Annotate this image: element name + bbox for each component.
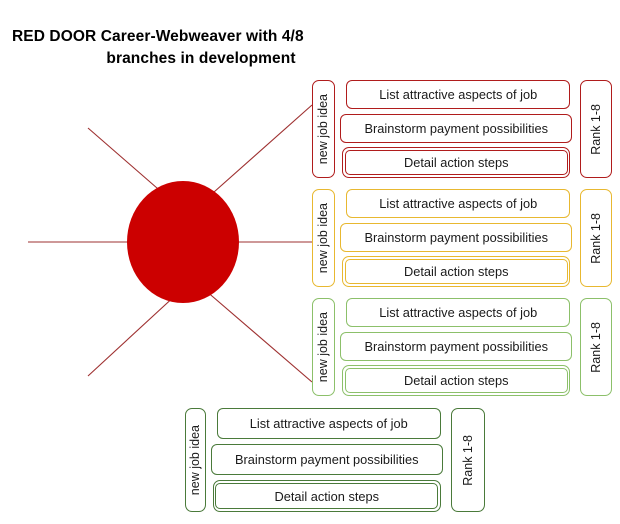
branch-3-rank-label: Rank 1-8 [588,321,603,373]
branch-4-step-3-label: Detail action steps [215,482,439,510]
branch-3-new-job-idea-label: new job idea [316,311,331,383]
branch-1-new-job-idea[interactable]: new job idea [312,80,336,178]
branch-3-new-job-idea[interactable]: new job idea [312,298,336,396]
branch-1-rank-label: Rank 1-8 [588,103,603,155]
spoke-lines [28,104,313,383]
branch-2-step-3[interactable]: Detail action steps [342,256,571,287]
spoke-lower-left [87,281,191,377]
diagram-title-line-2: branches in development [106,50,296,68]
branch-2-new-job-idea-label: new job idea [316,202,331,274]
branch-1-step-3[interactable]: Detail action steps [342,147,571,178]
branch-3-step-3[interactable]: Detail action steps [342,365,571,396]
branch-1-step-1[interactable]: List attractive aspects of job [346,80,571,109]
red-door-hub [127,181,239,303]
branch-1-rank[interactable]: Rank 1-8 [580,80,612,178]
branch-4-rank[interactable]: Rank 1-8 [450,408,485,512]
spoke-upper-left [87,127,189,216]
branch-4-steps: List attractive aspects of job Brainstor… [209,408,443,512]
branch-2-step-1[interactable]: List attractive aspects of job [346,189,571,218]
branch-3-step-3-label: Detail action steps [344,367,568,394]
branch-3: new job idea List attractive aspects of … [312,298,612,396]
branch-3-rank[interactable]: Rank 1-8 [580,298,612,396]
branch-1: new job idea List attractive aspects of … [312,80,612,178]
branch-4-rank-label: Rank 1-8 [460,434,475,486]
branch-1-step-2[interactable]: Brainstorm payment possibilities [340,113,573,143]
branch-2-rank-label: Rank 1-8 [588,212,603,264]
branch-2-step-2[interactable]: Brainstorm payment possibilities [340,222,573,252]
branch-1-new-job-idea-label: new job idea [316,93,331,165]
branch-3-step-2[interactable]: Brainstorm payment possibilities [340,331,573,361]
spoke-lower-right [204,289,313,383]
branch-2-rank[interactable]: Rank 1-8 [580,189,612,287]
branch-4-step-2[interactable]: Brainstorm payment possibilities [210,444,443,475]
branch-2-new-job-idea[interactable]: new job idea [312,189,336,287]
branch-1-step-3-label: Detail action steps [344,149,568,176]
branch-2: new job idea List attractive aspects of … [312,189,612,287]
branch-2-step-3-label: Detail action steps [344,258,568,285]
branch-4-step-3[interactable]: Detail action steps [212,480,441,512]
branch-4-step-1[interactable]: List attractive aspects of job [216,408,441,439]
spoke-upper-right [204,104,313,201]
branch-1-steps: List attractive aspects of job Brainstor… [338,80,573,178]
branch-3-step-1[interactable]: List attractive aspects of job [346,298,571,327]
branch-4: new job idea List attractive aspects of … [185,408,485,512]
branch-4-new-job-idea[interactable]: new job idea [185,408,206,512]
branch-4-new-job-idea-label: new job idea [188,424,203,496]
diagram-title-line-1: RED DOOR Career-Webweaver with 4/8 [12,28,304,45]
branch-3-steps: List attractive aspects of job Brainstor… [338,298,573,396]
branch-2-steps: List attractive aspects of job Brainstor… [338,189,573,287]
diagram-title: RED DOOR Career-Webweaver with 4/8 branc… [12,26,372,71]
